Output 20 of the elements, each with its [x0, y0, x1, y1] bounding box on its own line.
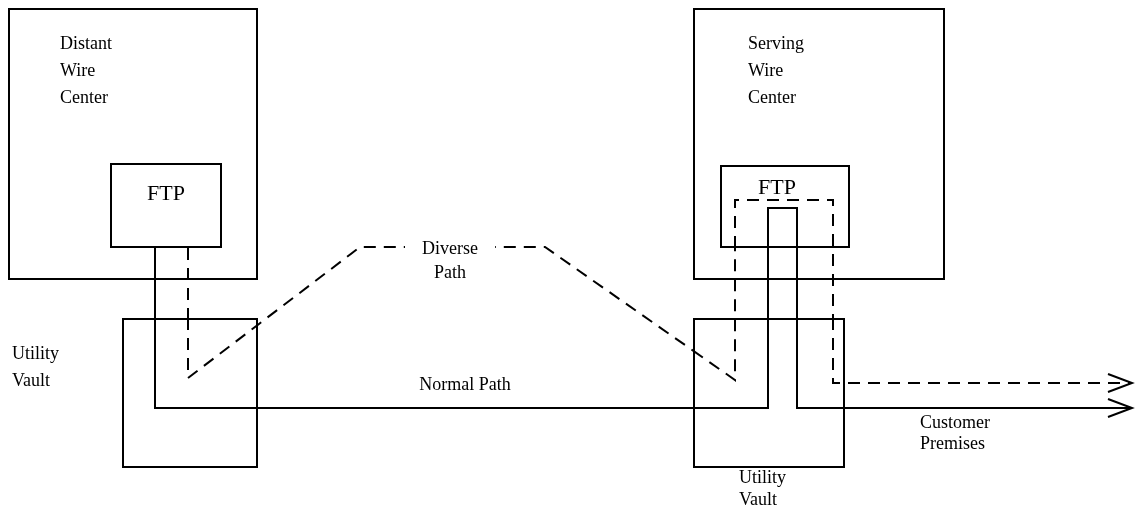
frame-box [110, 163, 222, 248]
cable-path [154, 317, 694, 409]
dashed-cable-path [187, 247, 189, 319]
endpoint-label: Customer Premises [920, 412, 991, 454]
node-label: Distant Wire Center [60, 32, 113, 109]
cable-path [692, 247, 769, 409]
cable-path [767, 207, 798, 319]
building-box [693, 8, 945, 280]
frame-box [720, 165, 850, 248]
node-label: Serving Wire Center [748, 32, 805, 109]
dashed-cable-path [734, 199, 834, 319]
building-box [8, 8, 258, 280]
dashed-cable-path [832, 317, 1133, 393]
node-label: Utility Vault [739, 466, 787, 510]
node-label: FTP [146, 179, 186, 206]
node-label: Utility Vault [12, 342, 60, 392]
cable-path [154, 247, 156, 319]
cable-path [796, 317, 1133, 418]
node-label: FTP [757, 173, 797, 200]
dashed-cable-path [692, 247, 736, 382]
